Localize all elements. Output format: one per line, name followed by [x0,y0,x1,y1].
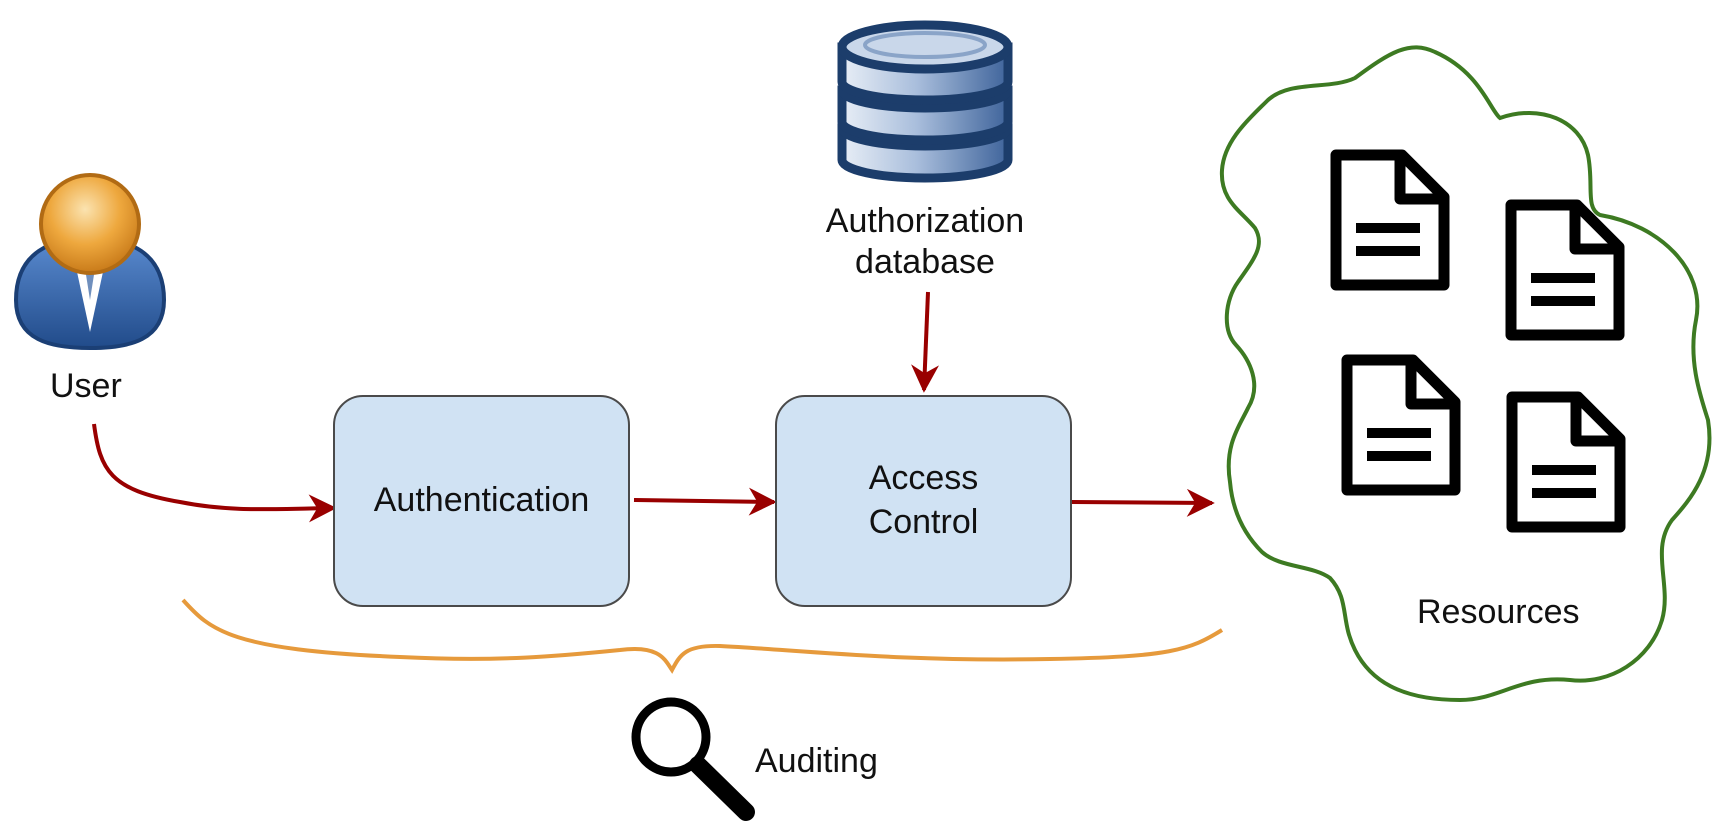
database-icon [837,20,1013,183]
arrow-user-to-authentication [92,423,337,523]
access-control-label-line1: Access [868,459,979,498]
access-control-box: Access Control [775,395,1072,607]
authorization-database-label: Authorization database [800,201,1050,283]
user-icon [13,173,167,351]
document-icon [1505,199,1625,341]
authorization-database-line1: Authorization [825,202,1025,240]
document-icon [1341,354,1461,496]
arrow-authentication-to-access-control [633,487,777,516]
authorization-database-line2: database [855,242,995,281]
authentication-box: Authentication [333,395,630,607]
arrow-access-control-to-resources [1071,488,1215,517]
resources-outline [1219,45,1712,703]
auditing-label: Auditing [755,742,878,780]
user-label: User [50,367,122,405]
auditing-brace [181,598,1224,674]
magnifier-icon [631,697,755,821]
document-icon [1506,391,1626,533]
resources-label: Resources [1417,593,1580,631]
document-icon [1330,149,1450,291]
authentication-label: Authentication [373,481,590,520]
arrow-database-to-access-control [911,291,940,393]
access-control-label-line2: Control [868,503,979,541]
